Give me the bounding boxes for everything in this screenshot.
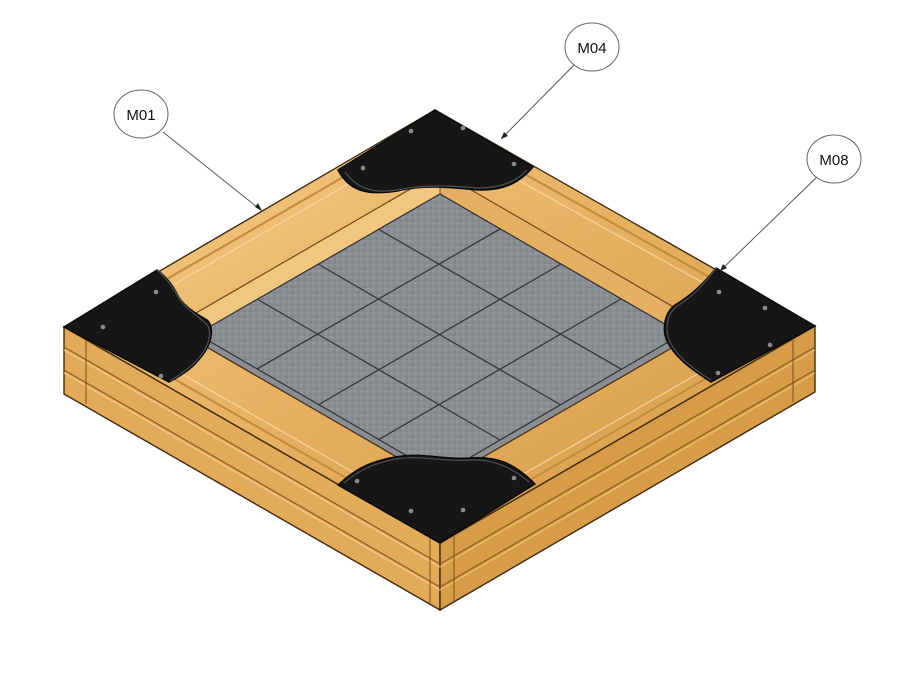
callout-m01-label: M01 [126, 107, 155, 124]
left-plank-bands [63, 340, 441, 604]
right-plank-bands [439, 337, 816, 603]
corner-caps [62, 109, 817, 544]
corner-cap-left [62, 269, 213, 383]
callout-m08-bubble [806, 134, 862, 184]
leader-m04 [500, 59, 580, 140]
leader-m01-arrow [255, 203, 262, 211]
leader-m01 [162, 131, 263, 212]
leader-lines [162, 59, 821, 272]
leader-m08-arrow [720, 264, 727, 271]
callout-m04-bubble [564, 22, 620, 72]
sandbox-frame [62, 109, 817, 612]
callout-m04: M04 [564, 22, 620, 72]
callout-m08-label: M08 [819, 152, 848, 169]
mat-tile-grid [256, 228, 622, 441]
leader-m08 [719, 173, 821, 272]
callout-m01-bubble [113, 89, 169, 139]
corner-cap-right [663, 267, 817, 383]
leader-m04-arrow [501, 132, 508, 139]
corner-cap-top [336, 109, 535, 194]
corner-cap-bottom [336, 454, 537, 544]
callout-m01: M01 [113, 89, 169, 139]
frame-right-face [439, 324, 816, 612]
callout-m08: M08 [806, 134, 862, 184]
callout-m04-label: M04 [577, 40, 606, 57]
